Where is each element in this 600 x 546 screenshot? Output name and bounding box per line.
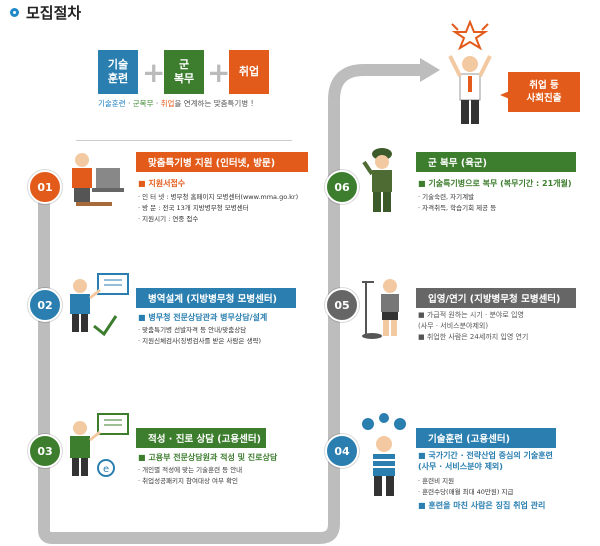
top-box-employment-label: 취업	[238, 65, 260, 78]
step-01-sub: ■ 지원서접수	[138, 179, 186, 188]
step-02-badge: 02	[28, 288, 62, 322]
step-num: 03	[37, 444, 53, 458]
step-02-sub: ■ 병무청 전문상담관과 병무상담/설계	[138, 313, 268, 322]
divider	[76, 140, 292, 141]
goal-label: 취업 등 사회진출	[526, 80, 562, 104]
goal-box: 취업 등 사회진출	[508, 72, 580, 112]
top-box-employment: 취업	[229, 50, 269, 94]
step-01-header: 맞춤특기병 지원 (인터넷, 방문)	[136, 152, 308, 172]
step-06-sub: ■ 기술특기병으로 복무 (복무기간 : 21개월)	[418, 179, 572, 188]
step-05-badge: 05	[325, 288, 359, 322]
tagline-service: 군복무	[132, 99, 154, 108]
tagline-training: 기술훈련	[98, 99, 126, 108]
step-04-line: · 훈련비 지원	[418, 477, 455, 485]
physical-exam-icon	[362, 279, 399, 339]
step-num: 01	[37, 180, 53, 194]
tagline-sep: ·	[153, 99, 161, 108]
step-05-line: (사무 · 서비스분야제외)	[418, 322, 489, 330]
step-01-line: · 방 문 : 전국 13개 지방병무청 모병센터	[138, 204, 249, 212]
step-06-line: · 기술숙련, 자기계발	[418, 193, 475, 201]
step-06-line: · 자격취득, 학습기회 제공 등	[418, 204, 497, 212]
step-num: 02	[37, 298, 53, 312]
step-01-badge: 01	[28, 170, 62, 204]
page-title: 모집절차	[26, 4, 82, 22]
step-05-line: ■ 취업한 사람은 24세까지 입영 연기	[418, 333, 529, 341]
step-02-line: · 맞춤특기병 선발자격 등 안내/맞춤상담	[138, 326, 247, 334]
step-05-header: 입영/연기 (지방병무청 모병센터)	[416, 288, 576, 308]
step-03-badge: 03	[28, 434, 62, 468]
step-05-line: ■ 가급적 원하는 시기 · 분야로 입영	[418, 311, 524, 319]
step-num: 05	[334, 298, 350, 312]
tagline-rest: 을 연계하는 맞춤특기병 !	[174, 99, 254, 108]
svg-text:e: e	[103, 464, 109, 475]
step-04-badge: 04	[325, 434, 359, 468]
step-04-line: · 훈련수당(매월 최대 40만원) 지급	[418, 488, 514, 496]
step-03-header: 적성 · 진로 상담 (고용센터)	[136, 428, 266, 448]
success-person-icon	[448, 20, 492, 124]
step-03-sub: ■ 고용부 전문상담원과 적성 및 진로상담	[138, 453, 278, 462]
career-counselor-icon: e	[70, 413, 129, 477]
trainee-icon	[362, 413, 406, 496]
step-03-line: · 개인별 적성에 맞는 기술훈련 등 안내	[138, 466, 243, 474]
top-box-training: 기술 훈련	[98, 50, 138, 94]
top-tagline: 기술훈련 · 군복무 · 취업을 연계하는 맞춤특기병 !	[98, 98, 254, 109]
top-box-service-label: 군 복무	[173, 58, 195, 85]
consultant-icon	[70, 273, 129, 336]
plus-icon: +	[142, 56, 166, 89]
step-02-line: · 지원신체검사(징병검사를 받은 사람은 생략)	[138, 337, 262, 345]
step-04-sub: ■ 국가기간 · 전략산업 중심의 기술훈련 (사무 · 서비스분야 제외)	[418, 451, 553, 471]
step-num: 04	[334, 444, 350, 458]
step-04-header: 기술훈련 (고용센터)	[416, 428, 556, 448]
computer-user-icon	[72, 153, 124, 206]
step-num: 06	[334, 180, 350, 194]
title-bullet-icon	[10, 8, 19, 17]
step-01-line: · 지원시기 : 연중 접수	[138, 215, 199, 223]
step-04-sub2: ■ 훈련을 마친 사람은 징집 취업 관리	[418, 501, 546, 510]
soldier-icon	[362, 148, 392, 212]
step-01-line: · 인 터 넷 : 병무청 홈페이지 모병센터(www.mma.go.kr)	[138, 193, 299, 201]
tagline-sep: ·	[125, 99, 133, 108]
tagline-employment: 취업	[160, 99, 175, 108]
step-02-header: 병역설계 (지방병무청 모병센터)	[136, 288, 296, 308]
step-03-line: · 취업성공패키지 참여대상 여부 확인	[138, 477, 239, 485]
step-06-header: 군 복무 (육군)	[416, 152, 576, 172]
step-06-badge: 06	[325, 170, 359, 204]
top-box-service: 군 복무	[164, 50, 204, 94]
top-box-training-label: 기술 훈련	[107, 58, 129, 85]
plus-icon: +	[207, 56, 231, 89]
